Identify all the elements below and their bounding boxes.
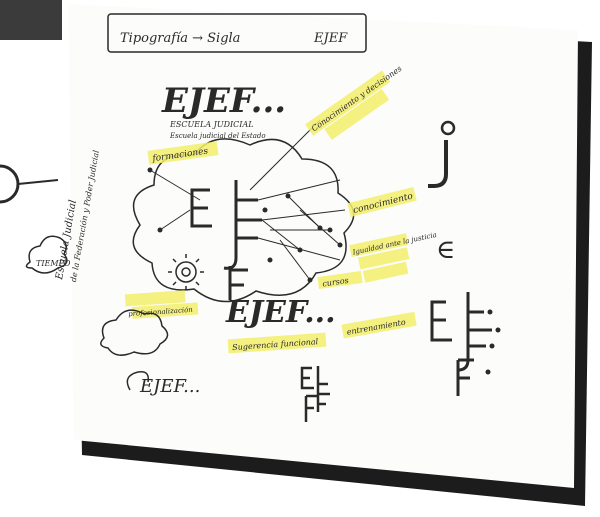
network-nodes bbox=[147, 167, 343, 283]
label-bottom-left: profesionalización bbox=[124, 290, 199, 319]
ejf-structure-right bbox=[430, 292, 492, 396]
cloud-left: TIEMPO bbox=[25, 235, 71, 274]
network-lines bbox=[149, 119, 346, 281]
logo-main: EJEF... bbox=[161, 81, 286, 121]
cloud-bottom bbox=[100, 309, 169, 356]
ejf-structure bbox=[190, 180, 262, 300]
j-glyph bbox=[428, 140, 448, 188]
logo-lower-caption-group: Sugerencia funcional bbox=[227, 332, 327, 354]
gear-icon bbox=[168, 254, 204, 290]
logo-lower: EJEF... bbox=[225, 295, 336, 330]
cloud-left-text: TIEMPO bbox=[36, 259, 71, 268]
header-sigla: EJEF bbox=[313, 31, 348, 46]
epsilon-glyph: ∈ bbox=[436, 235, 455, 265]
logo-sub: ESCUELA JUDICIAL bbox=[169, 120, 254, 129]
header-bar bbox=[0, 0, 62, 40]
paper-sheet bbox=[68, 4, 578, 488]
ejf-right-dots bbox=[485, 309, 501, 375]
logo-cloud: EJEF... bbox=[139, 376, 200, 397]
edge-line bbox=[17, 179, 59, 185]
label-right-3-text: cursos bbox=[322, 276, 349, 289]
edge-circle bbox=[0, 164, 20, 204]
swirl bbox=[126, 370, 150, 391]
ef-glyph-bottom bbox=[300, 366, 330, 422]
j-dot bbox=[440, 120, 456, 136]
label-right-3: cursos bbox=[317, 270, 363, 290]
sketch-header: Tipografía → Sigla EJEF bbox=[107, 13, 367, 53]
header-text: Tipografía → Sigla bbox=[120, 31, 240, 46]
logo-sub2: Escuela judicial del Estado bbox=[169, 132, 266, 140]
